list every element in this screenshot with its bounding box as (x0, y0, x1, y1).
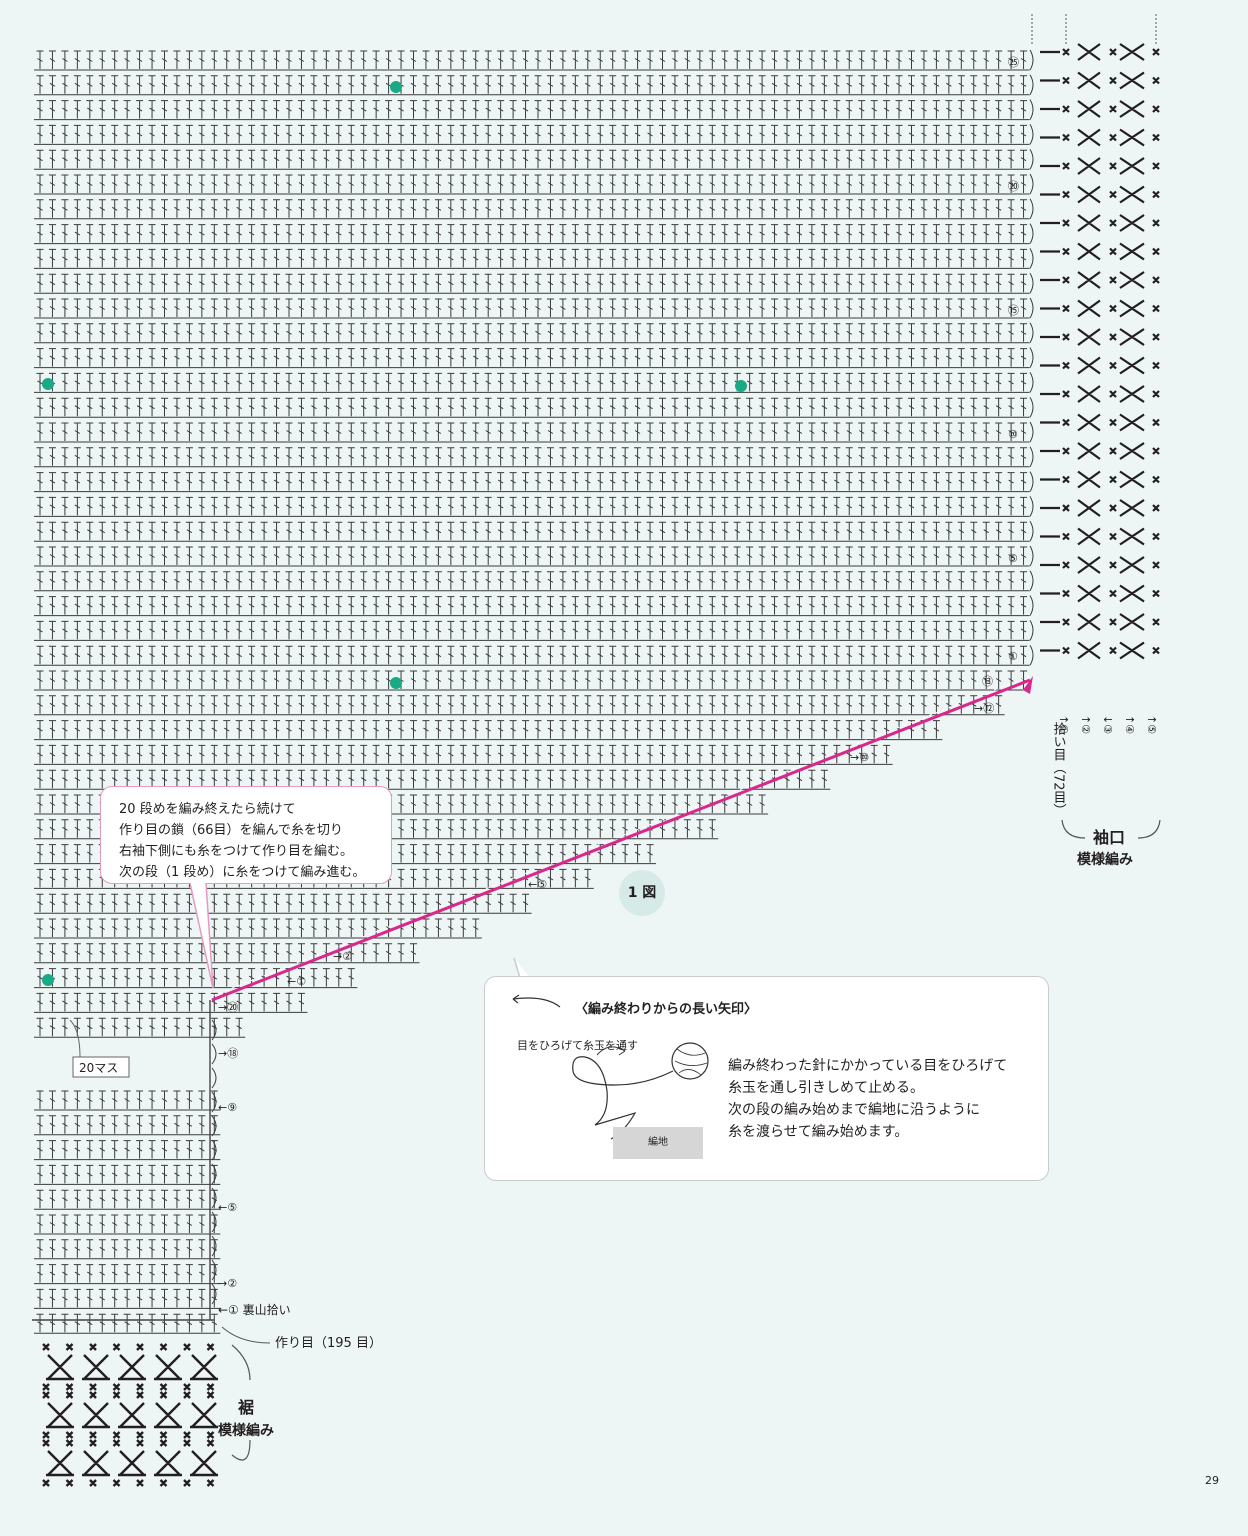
callout-line-1: 20 段めを編み終えたら続けて (119, 802, 296, 817)
hem-x-stitches (42, 1343, 218, 1487)
slope-label-12: →⑫ (974, 702, 994, 715)
left-label-2: →② (218, 1277, 237, 1290)
sleeve-x-stitches (1040, 43, 1160, 660)
marker-dot (42, 974, 54, 986)
info-fabric-label: 編地 (613, 1127, 703, 1159)
sleeve-row-2: ↑② (1079, 715, 1092, 734)
hem-pattern (42, 1343, 218, 1487)
info-line-3: 次の段の編み始めまで編地に沿うように (728, 1102, 980, 1118)
info-line-4: 糸を渡らせて編み始めます。 (728, 1124, 909, 1140)
slope-label-2: →② (333, 950, 352, 963)
stitch-path (34, 50, 1030, 1334)
row-label-5: ⑤ (1008, 552, 1018, 565)
left-label-18: →⑱ (218, 1047, 238, 1060)
sleeve-labels: ↑① ↑② ↓③ ↑④ ↑⑤ 拾い目（72目） 袖口 模様編み (1051, 715, 1161, 868)
info-text: 編み終わった針にかかっている目をひろげて 糸玉を通し引きしめて止める。 次の段の… (728, 1055, 1007, 1143)
grid-count-label: 20マス (69, 1019, 130, 1078)
sleeve-cuff-pattern (1040, 43, 1160, 660)
green-dot-markers (42, 81, 747, 986)
row-label-10: ⑩ (1008, 428, 1018, 441)
callout-line-2: 作り目の鎖（66目）を編んで糸を切り (119, 823, 343, 838)
cast-on-count: 作り目（195 目） (275, 1336, 382, 1351)
callout-line-4: 次の段（1 段め）に糸をつけて編み進む。 (119, 865, 366, 880)
info-title: 〈編み終わりからの長い矢印〉 (575, 1002, 758, 1017)
instruction-callout: 20 段めを編み終えたら続けて 作り目の鎖（66目）を編んで糸を切り 右袖下側に… (100, 786, 392, 884)
sleeve-row-4: ↑④ (1123, 715, 1136, 734)
row-label-20: ⑳ (1008, 180, 1019, 193)
hem-labels: 作り目（195 目） 裾 模様編み (218, 1326, 382, 1461)
marker-dot (42, 378, 54, 390)
slope-label-10: →⑩ (850, 751, 869, 764)
sleeve-row-3: ↓③ (1101, 715, 1114, 734)
yarn-ball-illustration (572, 1042, 709, 1140)
slope-row-numbers: ⑬ →⑫ →⑩ ←⑤ →② ←① (287, 675, 994, 988)
sleeve-title: 袖口 (1093, 828, 1125, 847)
hem-subtitle: 模様編み (218, 1422, 274, 1439)
stitch-grid (34, 50, 1030, 1334)
left-label-9: ←⑨ (218, 1101, 237, 1114)
left-label-1-back-loop: ←① 裏山拾い (218, 1302, 291, 1317)
row-label-25: ㉕ (1008, 56, 1019, 69)
hem-title: 裾 (238, 1398, 254, 1417)
body-row-numbers: ㉕ ⑳ ⑮ ⑩ ⑤ ① (1008, 56, 1019, 663)
sleeve-row-1: ↑① (1057, 715, 1070, 734)
left-label-5: ←⑤ (218, 1201, 237, 1214)
turn-loops (211, 49, 1034, 1305)
info-line-1: 編み終わった針にかかっている目をひろげて (728, 1058, 1008, 1074)
info-illustration-caption: 目をひろげて糸玉を通す (517, 1039, 638, 1052)
info-line-2: 糸玉を通し引きしめて止める。 (728, 1080, 924, 1096)
row-label-15: ⑮ (1008, 304, 1019, 317)
figure-label: 1 図 (619, 870, 665, 916)
slanted-thread-line (211, 675, 1033, 1002)
info-box: 〈編み終わりからの長い矢印〉 目をひろげて糸玉を通す 編地 編み終わった針にかか… (484, 976, 1049, 1181)
slope-label-1: ←① (287, 975, 306, 988)
left-row-numbers: →⑳ →⑱ ←⑨ ←⑤ →② ←① 裏山拾い (218, 1001, 291, 1317)
row-label-1: ① (1008, 650, 1018, 663)
slope-label-13: ⑬ (982, 675, 993, 688)
page-number: 29 (1205, 1474, 1219, 1487)
sleeve-subtitle: 模様編み (1077, 851, 1133, 868)
sleeve-row-5: ↑⑤ (1145, 715, 1158, 734)
thread-arrowhead (1023, 676, 1033, 694)
grid-20-label: 20マス (79, 1061, 118, 1075)
thread-line (211, 678, 1031, 1002)
marker-dot (390, 677, 402, 689)
row-turn-connectors (32, 14, 1157, 1321)
callout-line-3: 右袖下側にも糸をつけて作り目を編む。 (119, 844, 354, 859)
dotted-guides (1031, 14, 1157, 46)
long-arrow-icon (512, 994, 561, 1008)
marker-dot (390, 81, 402, 93)
slope-label-5: ←⑤ (528, 878, 547, 891)
sleeve-pickup-count: 拾い目（72目） (1051, 722, 1067, 817)
strip-edge (32, 1000, 214, 1321)
marker-dot (735, 380, 747, 392)
left-label-20: →⑳ (218, 1001, 238, 1014)
